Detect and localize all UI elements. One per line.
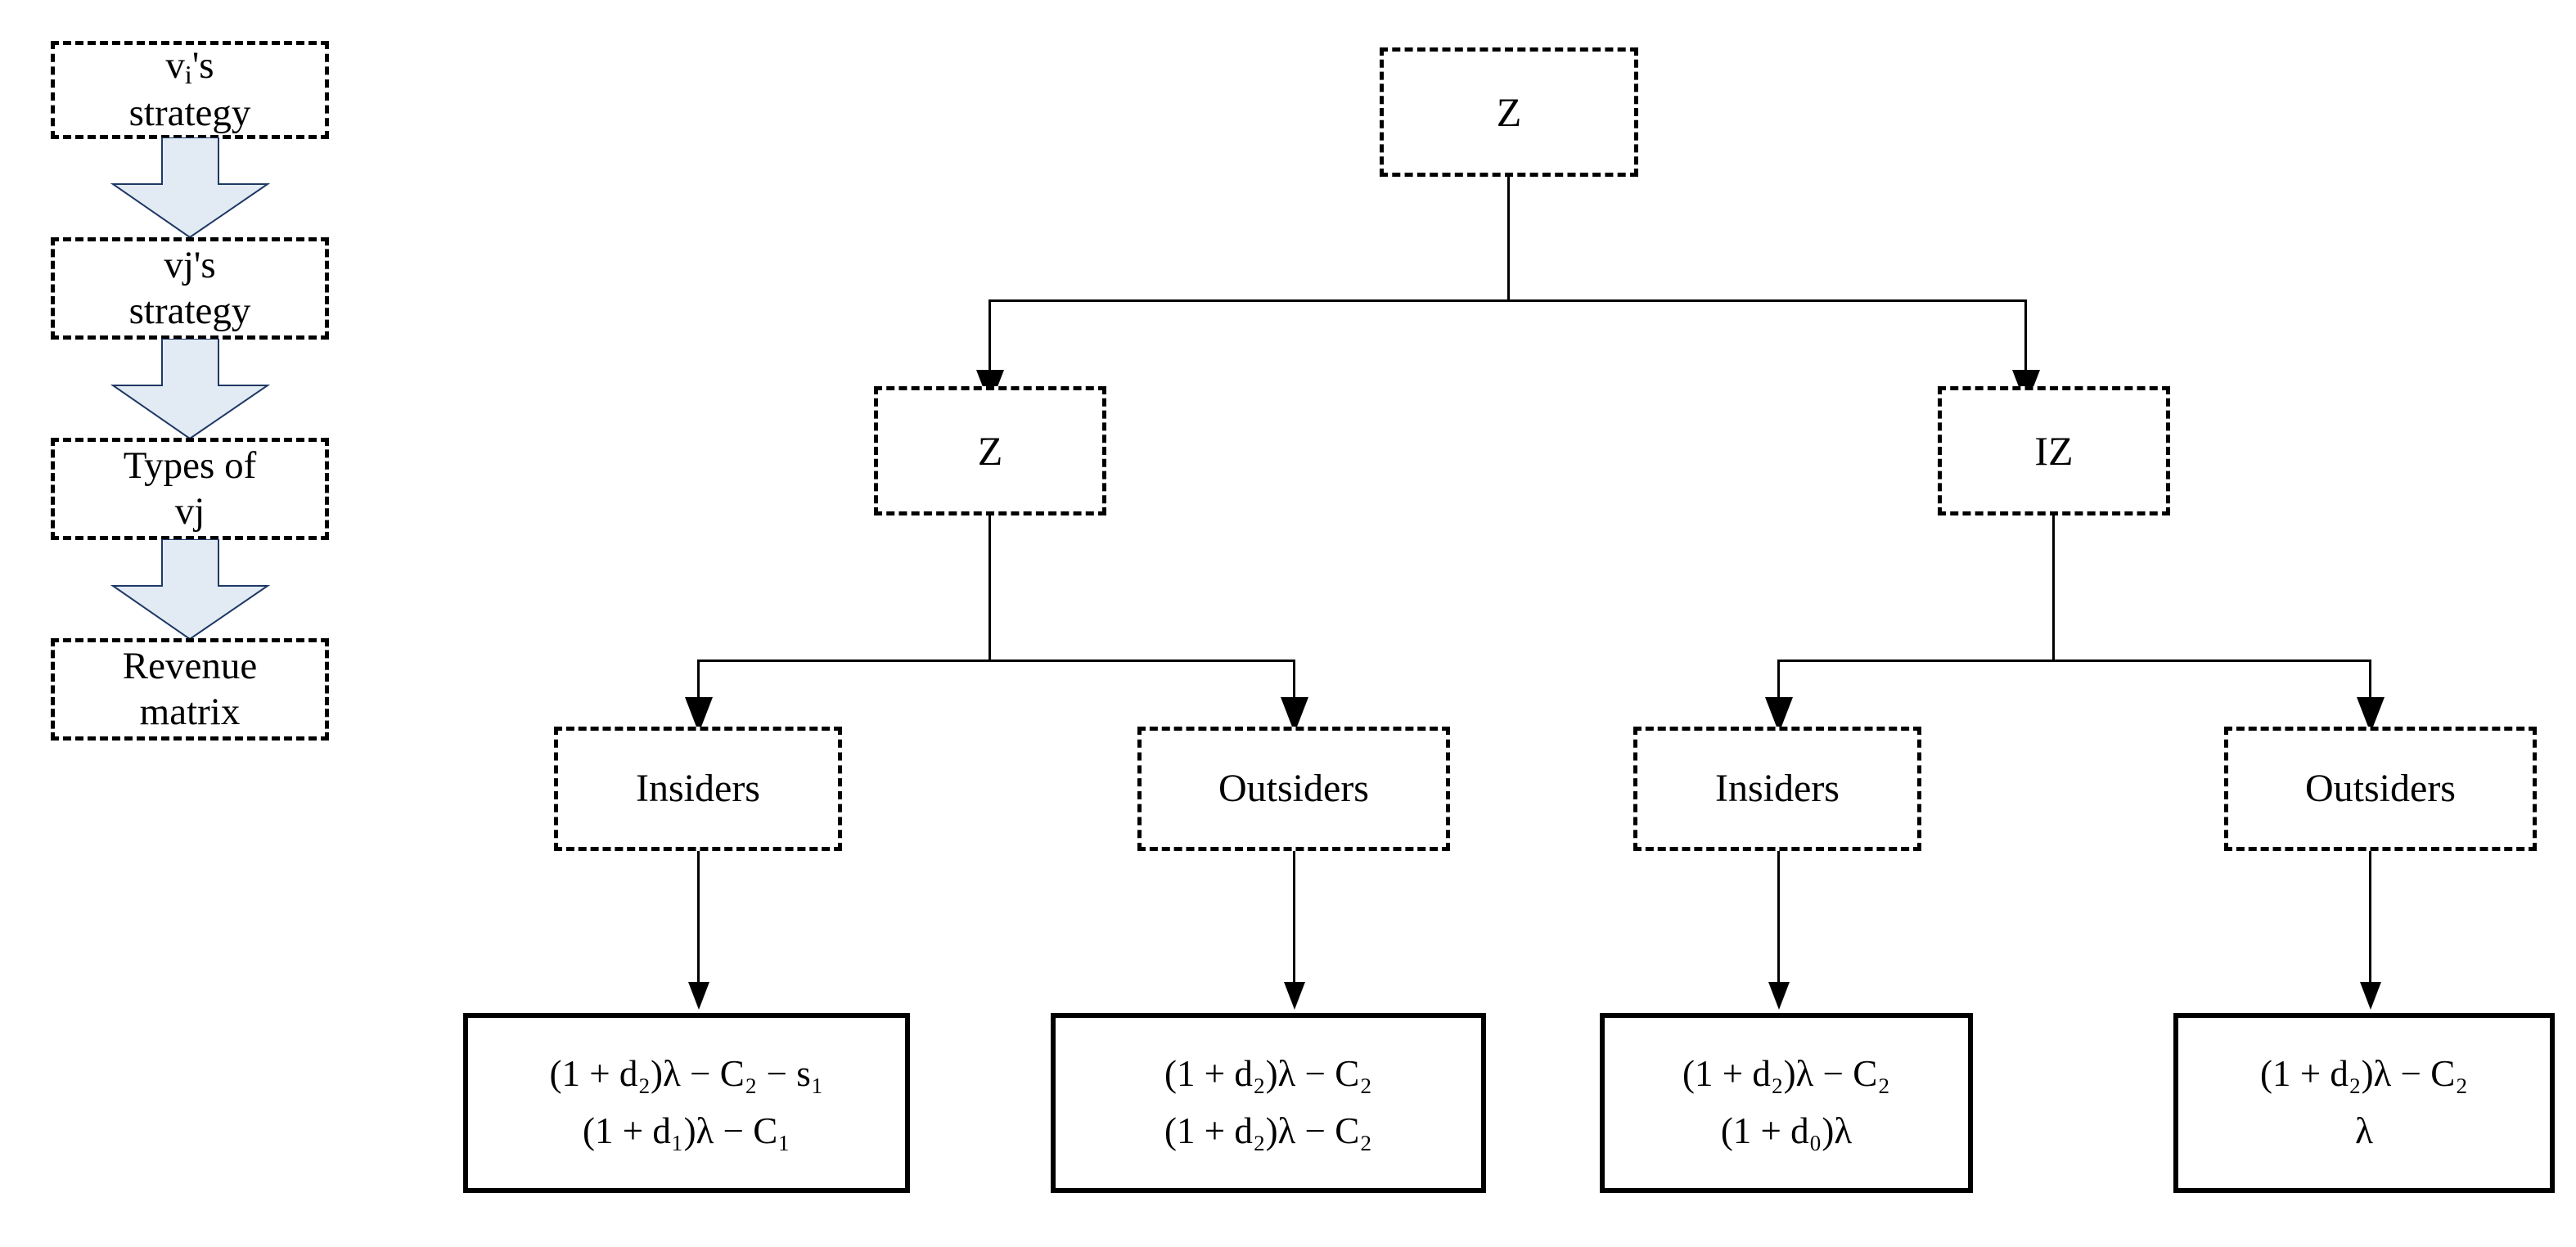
connector-outsiders1-to-payoff xyxy=(1293,851,1295,982)
stage-label-line1: vi's xyxy=(165,44,214,90)
payoff-box-z-insiders: (1 + d₂)λ − C₂ − s₁ (1 + d₁)λ − C₁ xyxy=(463,1013,910,1193)
connector-z-stem xyxy=(989,515,991,661)
payoff-line-1: (1 + d₂)λ − C₂ xyxy=(2260,1053,2468,1095)
connector-z-to-outsiders xyxy=(1293,660,1295,709)
payoff-line-1: (1 + d₂)λ − C₂ − s₁ xyxy=(549,1053,824,1095)
tree-node-label: Insiders xyxy=(1715,766,1840,810)
down-arrow-1-icon xyxy=(110,137,271,239)
stage-box-revenue-matrix: Revenue matrix xyxy=(51,638,329,741)
stage-box-vj-strategy: vj's strategy xyxy=(51,237,329,340)
payoff-line-2: (1 + d₀)λ xyxy=(1720,1110,1853,1151)
payoff-line-1: (1 + d₂)λ − C₂ xyxy=(1164,1053,1372,1095)
payoff-box-iz-insiders: (1 + d₂)λ − C₂ (1 + d₀)λ xyxy=(1600,1013,1973,1193)
stage-label-line1: vj's xyxy=(164,244,216,287)
arrowhead-insiders1-payoff xyxy=(688,982,709,1010)
tree-node-label: Z xyxy=(977,427,1003,474)
connector-root-to-z xyxy=(989,299,991,381)
connector-iz-stem xyxy=(2052,515,2055,661)
tree-node-insiders-1[interactable]: Insiders xyxy=(554,727,842,851)
payoff-box-iz-outsiders: (1 + d₂)λ − C₂ λ xyxy=(2173,1013,2555,1193)
connector-iz-to-outsiders xyxy=(2369,660,2371,709)
stage-label-line2: matrix xyxy=(139,690,241,733)
stage-label-line2: strategy xyxy=(128,92,251,135)
stage-label-line2: strategy xyxy=(128,289,251,332)
connector-z-to-insiders xyxy=(697,660,700,709)
tree-node-label: Z xyxy=(1496,88,1522,135)
down-arrow-2-icon xyxy=(110,338,271,440)
tree-node-iz[interactable]: IZ xyxy=(1938,386,2170,515)
payoff-line-1: (1 + d₂)λ − C₂ xyxy=(1682,1053,1890,1095)
stage-label-line1: Types of xyxy=(123,444,257,488)
stage-box-types-of-vj: Types of vj xyxy=(51,438,329,540)
payoff-line-2: λ xyxy=(2355,1110,2373,1151)
stage-label-line1: Revenue xyxy=(122,645,258,688)
connector-insiders2-to-payoff xyxy=(1777,851,1780,982)
connector-outsiders2-to-payoff xyxy=(2369,851,2371,982)
connector-root-bar xyxy=(989,299,2026,302)
arrowhead-insiders2-payoff xyxy=(1768,982,1790,1010)
payoff-line-2: (1 + d₂)λ − C₂ xyxy=(1164,1110,1372,1151)
tree-node-outsiders-1[interactable]: Outsiders xyxy=(1137,727,1450,851)
down-arrow-3-icon xyxy=(110,538,271,641)
tree-node-outsiders-2[interactable]: Outsiders xyxy=(2224,727,2537,851)
arrowhead-outsiders2-payoff xyxy=(2360,982,2381,1010)
stage-box-vi-strategy: vi's strategy xyxy=(51,41,329,139)
tree-node-z[interactable]: Z xyxy=(874,386,1106,515)
down-arrow-1 xyxy=(106,137,274,240)
stage-label-line2: vj xyxy=(174,489,205,533)
down-arrow-2 xyxy=(106,338,274,441)
tree-node-label: IZ xyxy=(2034,427,2074,474)
connector-root-stem xyxy=(1507,177,1510,301)
tree-node-insiders-2[interactable]: Insiders xyxy=(1633,727,1921,851)
down-arrow-3 xyxy=(106,538,274,642)
tree-node-label: Outsiders xyxy=(1218,766,1369,810)
tree-node-label: Outsiders xyxy=(2305,766,2456,810)
connector-iz-bar xyxy=(1777,660,2371,662)
connector-iz-to-insiders xyxy=(1777,660,1780,709)
connector-z-bar xyxy=(697,660,1295,662)
payoff-box-z-outsiders: (1 + d₂)λ − C₂ (1 + d₂)λ − C₂ xyxy=(1051,1013,1486,1193)
arrowhead-outsiders1-payoff xyxy=(1284,982,1305,1010)
connector-root-to-iz xyxy=(2024,299,2027,381)
tree-node-label: Insiders xyxy=(636,766,760,810)
payoff-line-2: (1 + d₁)λ − C₁ xyxy=(583,1110,790,1151)
connector-insiders1-to-payoff xyxy=(697,851,700,982)
tree-node-root-z[interactable]: Z xyxy=(1380,47,1638,177)
